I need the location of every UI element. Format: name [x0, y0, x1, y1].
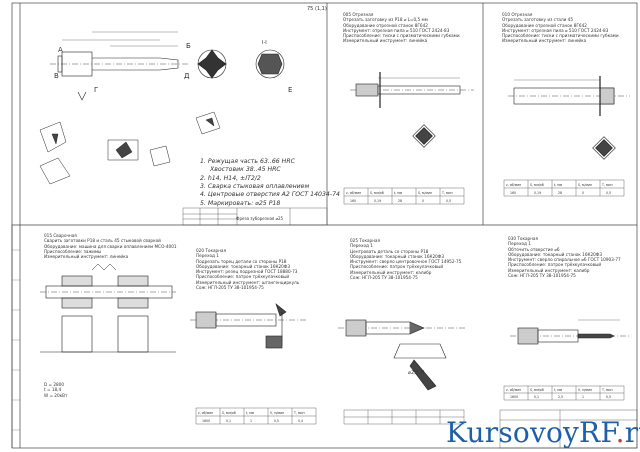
requirement-line: 5. Маркировать: ⌀25 Р18 — [200, 199, 281, 207]
requirement-line: Хвостовик 38..45 HRC — [210, 166, 281, 174]
svg-text:1: 1 — [582, 395, 584, 399]
cutter-main-view — [50, 31, 190, 101]
op020-header: 020 Токарная — [196, 248, 227, 253]
svg-text:t, мм: t, мм — [394, 191, 403, 195]
svg-text:S, мм/об: S, мм/об — [370, 191, 384, 195]
op005-notes: 005 Отрезная Отрезать заготовку из Р18 ⌀… — [343, 12, 460, 44]
requirement-line: 2. h14, H14, ±IT2/2 — [200, 174, 261, 182]
op010-header: 010 Отрезная — [502, 12, 533, 17]
svg-text:S, м/мин: S, м/мин — [578, 183, 592, 187]
op015-header: 015 Сварочная — [44, 233, 77, 238]
op005-table — [343, 187, 465, 205]
svg-text:T, мин: T, мин — [441, 191, 453, 195]
op030-table — [503, 385, 625, 401]
svg-text:0,19: 0,19 — [534, 191, 541, 195]
svg-text:0,5: 0,5 — [606, 395, 611, 399]
op020-table — [195, 407, 317, 425]
op015-sketch — [40, 263, 176, 353]
requirement-line: 1. Режущая часть 63..66 HRC — [200, 158, 295, 165]
op015-notes: 015 Сварочная Сварить заготовки Р18 и ст… — [44, 233, 177, 259]
svg-text:160: 160 — [350, 199, 356, 203]
op025-notes: 025 Токарная Переход 1 Центровать деталь… — [350, 238, 462, 280]
op010-sketch — [508, 76, 630, 160]
op015-params: D = 2800 t = 18,4 W = 20кВт — [44, 382, 68, 398]
op030-notes: 030 Токарная Переход 1 Обточить отверсти… — [508, 236, 621, 278]
op020-notes: 020 Токарная Переход 1 Подрезать торец д… — [196, 248, 300, 290]
op010-table-text: z, об/мин S, мм/об t, мм S, м/мин T, мин… — [506, 183, 613, 195]
svg-text:1: 1 — [250, 419, 252, 423]
svg-text:z, об/мин: z, об/мин — [506, 183, 521, 187]
svg-text:S, мм/об: S, мм/об — [530, 183, 544, 187]
op005-table-text: z, об/мин S, мм/об t, мм S, м/мин T, мин… — [346, 191, 453, 203]
svg-text:0,1: 0,1 — [534, 395, 539, 399]
svg-text:0: 0 — [582, 191, 584, 195]
label-g: Г — [94, 86, 98, 94]
label-a: А — [58, 46, 63, 54]
svg-text:V, м/мин: V, м/мин — [578, 388, 592, 392]
label-section-i: I-I — [262, 40, 267, 46]
requirement-line: 3. Сварка стыковая оплавлением — [200, 183, 310, 191]
svg-text:28: 28 — [558, 191, 562, 195]
svg-text:0,5: 0,5 — [446, 199, 451, 203]
svg-text:t, мм: t, мм — [246, 411, 255, 415]
svg-text:1600: 1600 — [510, 395, 518, 399]
svg-text:T, мин: T, мин — [601, 183, 613, 187]
sheet1-title: Фреза зуборезная ⌀25 — [236, 216, 284, 221]
op025-sketch — [338, 319, 466, 391]
svg-text:160: 160 — [510, 191, 516, 195]
requirement-line: 4. Центровые отверстия А2 ГОСТ 14034-74 — [200, 191, 340, 199]
left-margin-stamps — [12, 249, 20, 431]
svg-text:z, об/мин: z, об/мин — [346, 191, 361, 195]
op020-table-text: z, об/мин S, мм/об t, мм V, м/мин T, мин… — [198, 411, 305, 423]
svg-text:z, об/мин: z, об/мин — [198, 411, 213, 415]
op030-sketch — [510, 319, 630, 345]
svg-text:t, мм: t, мм — [554, 183, 563, 187]
title-block-sheet1 — [182, 207, 328, 226]
detail-views — [39, 111, 221, 185]
svg-text:z, об/мин: z, об/мин — [506, 388, 521, 392]
op010-table — [503, 179, 625, 197]
section-view-d — [255, 49, 285, 79]
svg-text:0,5: 0,5 — [274, 419, 279, 423]
label-b: Б — [186, 42, 191, 50]
svg-text:0,4: 0,4 — [298, 419, 303, 423]
title-block-main — [499, 409, 638, 449]
op005-sketch — [350, 72, 474, 148]
op020-sketch — [190, 303, 306, 349]
watermark-logo: KursovoyRF.ru — [446, 416, 640, 449]
svg-text:V, м/мин: V, м/мин — [270, 411, 284, 415]
svg-text:0,19: 0,19 — [374, 199, 381, 203]
op025-header: 025 Токарная — [350, 238, 381, 243]
op005-header: 005 Отрезная — [343, 12, 374, 17]
sheet1-stamp: 75 (1,1) — [307, 6, 327, 12]
svg-text:28: 28 — [398, 199, 402, 203]
svg-text:T, мин: T, мин — [601, 388, 613, 392]
op030-header: 030 Токарная — [508, 236, 539, 241]
svg-text:S, мм/об: S, мм/об — [222, 411, 236, 415]
svg-text:0: 0 — [422, 199, 424, 203]
op030-table-text: z, об/мин S, мм/об t, мм V, м/мин T, мин… — [506, 388, 613, 399]
svg-text:T, мин: T, мин — [293, 411, 305, 415]
label-v: В — [54, 72, 59, 80]
technical-requirements: 1. Режущая часть 63..66 HRC Хвостовик 38… — [200, 158, 340, 208]
svg-text:2,5: 2,5 — [558, 395, 563, 399]
label-d: Д — [184, 72, 190, 80]
svg-text:0,1: 0,1 — [226, 419, 231, 423]
svg-text:1600: 1600 — [202, 419, 210, 423]
svg-text:S, м/мин: S, м/мин — [418, 191, 432, 195]
svg-text:t, мм: t, мм — [554, 388, 563, 392]
label-e: Е — [288, 86, 292, 94]
cutter-end-view — [197, 49, 227, 79]
svg-text:S, мм/об: S, мм/об — [530, 388, 544, 392]
op010-notes: 010 Отрезная Отрезать заготовку из стали… — [502, 12, 619, 44]
op025-dimension: ⌀2,5 Н — [408, 370, 425, 376]
svg-text:0,5: 0,5 — [606, 191, 611, 195]
op025-table — [343, 409, 465, 425]
